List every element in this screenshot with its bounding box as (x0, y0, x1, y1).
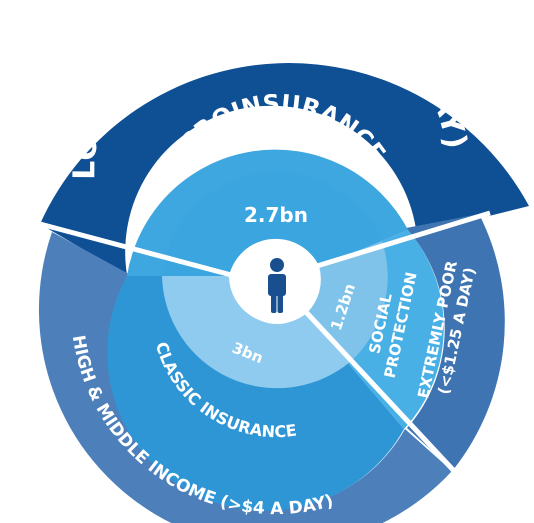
divider-left (39, 221, 236, 279)
microinsurance-value: 2.7bn (244, 203, 308, 227)
low-income-segment (40, 63, 529, 275)
microinsurance-population-segment (162, 171, 382, 276)
inner-ring (162, 171, 388, 389)
person-icon (268, 258, 286, 313)
divider-lower-right (304, 310, 457, 474)
extremely-poor-segment (406, 214, 505, 470)
classic-population-segment (162, 276, 350, 389)
divider-lines (39, 210, 491, 474)
divider-upper-right (316, 210, 491, 269)
